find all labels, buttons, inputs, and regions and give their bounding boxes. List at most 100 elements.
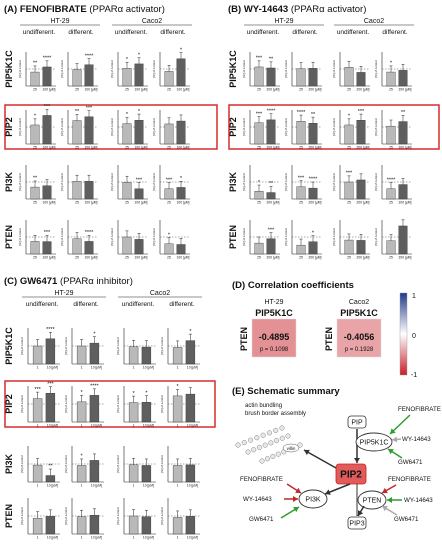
significance-label: ***: [268, 227, 275, 233]
dose-tick-label: 100 [µM]: [43, 146, 56, 150]
row-label: PI3K: [4, 453, 14, 474]
dose-tick-label: 10 [µM]: [187, 484, 198, 488]
bar: [308, 123, 318, 145]
highlight-box: [4, 104, 218, 150]
wy-weak-pip5k1c-head: [392, 436, 398, 443]
correlation-value: -0.4056: [344, 332, 375, 342]
dose-tick-label: 200 [µM]: [357, 146, 370, 150]
bar: [185, 340, 196, 365]
dose-tick-label: 100 [µM]: [85, 88, 98, 92]
pten-pip3-edge-head: [358, 510, 364, 516]
significance-label: ***: [256, 56, 263, 62]
dose-tick-label: 1: [133, 484, 135, 488]
dose-tick-label: 200 [µM]: [399, 256, 412, 260]
p-value: p = 0.1928: [345, 347, 374, 353]
actin-bead: [259, 458, 265, 464]
bar: [30, 71, 40, 87]
dose-tick-label: 200 [µM]: [399, 146, 412, 150]
significance-label: **: [33, 61, 38, 67]
bar: [32, 517, 43, 535]
actin-bead: [264, 456, 270, 462]
p-value: p = 0.1098: [260, 347, 289, 353]
bar: [266, 238, 276, 255]
dose-tick-label: 25: [257, 146, 261, 150]
cell-line-label: HT-29: [50, 18, 69, 25]
bar: [266, 192, 276, 200]
bar: [30, 186, 40, 200]
bar: [296, 121, 306, 145]
dose-tick-label: 10 [µM]: [91, 536, 102, 540]
drug-label: GW6471: [398, 459, 423, 466]
bar: [176, 244, 186, 255]
y-axis-label: [%] of control: [160, 337, 164, 355]
differentiation-label: different.: [68, 29, 93, 36]
highlight-box: [4, 380, 216, 428]
bar: [266, 67, 276, 87]
significance-label: ***: [47, 381, 54, 387]
bar: [84, 64, 94, 87]
bar: [176, 58, 186, 87]
y-axis-label: [%] of control: [374, 173, 378, 191]
y-axis-label: [%] of control: [284, 118, 288, 136]
dose-tick-label: 100 [µM]: [85, 256, 98, 260]
bar: [45, 475, 56, 483]
drug-label: WY-14643: [404, 497, 433, 504]
dose-tick-label: 10 [µM]: [143, 484, 154, 488]
bar: [172, 465, 183, 483]
dose-tick-label: 200 [µM]: [357, 88, 370, 92]
y-axis-label: [%] of control: [60, 228, 64, 246]
dose-tick-label: 100 [µM]: [85, 146, 98, 150]
dose-tick-label: 1: [37, 484, 39, 488]
dose-tick-label: 1: [177, 366, 179, 370]
dose-tick-label: 25: [389, 201, 393, 205]
actin-label: actin bundling: [245, 403, 282, 409]
dose-tick-label: 25: [299, 146, 303, 150]
drug-label: GW6471: [249, 516, 274, 523]
y-axis-label: [%] of control: [60, 118, 64, 136]
bar: [164, 243, 174, 255]
row-label: PTEN: [228, 225, 238, 249]
dose-tick-label: 25: [389, 146, 393, 150]
y-axis-label: [%] of control: [242, 118, 246, 136]
actin-bead: [279, 425, 285, 431]
actin-bead: [262, 442, 268, 448]
dose-tick-label: 25: [389, 88, 393, 92]
cell-line-label: HT-29: [264, 299, 283, 306]
y-axis-label: [%] of control: [116, 455, 120, 473]
gw-activates-pip5k1c-head: [388, 449, 394, 455]
significance-label: ****: [43, 56, 52, 62]
bar: [134, 63, 144, 87]
panel-title: (D) Correlation coefficients: [232, 280, 354, 291]
bar: [344, 181, 354, 200]
bar: [122, 182, 132, 200]
bar: [89, 395, 100, 423]
actin-bead: [275, 451, 281, 457]
differentiation-label: different.: [169, 301, 194, 308]
bar: [185, 516, 196, 535]
bar: [76, 465, 87, 483]
significance-label: ***: [44, 230, 51, 236]
bar: [254, 242, 264, 255]
significance-label: *: [138, 109, 141, 115]
row-label: PTEN: [4, 504, 14, 528]
significance-label: *: [81, 454, 84, 460]
y-axis-label: [%] of control: [18, 228, 22, 246]
significance-label: *: [168, 232, 171, 238]
dose-tick-label: 25: [347, 88, 351, 92]
dose-tick-label: 100 [µM]: [135, 88, 148, 92]
dose-tick-label: 10 [µM]: [143, 366, 154, 370]
colorbar: [399, 292, 408, 376]
dose-tick-label: 100 [µM]: [43, 201, 56, 205]
significance-label: *: [258, 180, 261, 186]
row-label: PI3K: [228, 171, 238, 192]
significance-label: **: [48, 464, 53, 470]
pip2-node-label: PIP2: [340, 470, 362, 481]
dose-tick-label: 1: [81, 536, 83, 540]
bar: [308, 187, 318, 200]
bar: [128, 402, 139, 423]
bar: [356, 119, 366, 145]
bar: [254, 190, 264, 200]
significance-label: ****: [85, 53, 94, 59]
bar: [134, 119, 144, 145]
pten-node-label: PTEN: [363, 498, 382, 505]
